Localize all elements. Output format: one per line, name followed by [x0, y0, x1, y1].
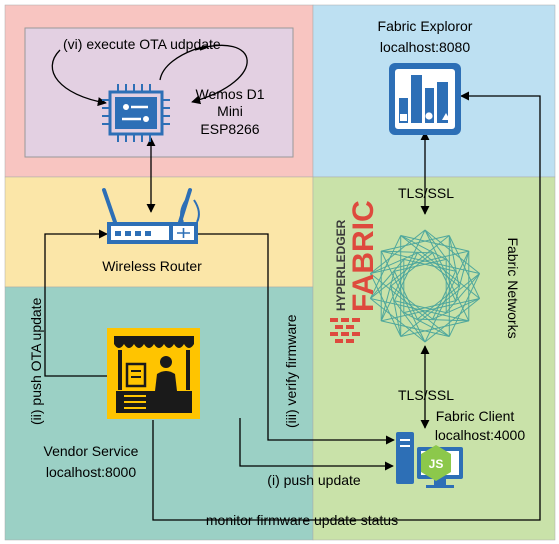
mesh-line	[370, 250, 469, 275]
network-mesh-icon	[369, 229, 481, 343]
push-update-label: (i) push update	[267, 472, 361, 488]
mesh-line	[424, 229, 457, 272]
vendor-shop-icon	[107, 328, 200, 419]
router-label: Wireless Router	[102, 258, 202, 274]
push-update-path	[239, 418, 394, 471]
mesh-line	[394, 300, 447, 314]
mesh-line	[403, 312, 450, 337]
mesh-line	[417, 285, 460, 320]
mesh-line	[370, 297, 469, 322]
verify-firmware-label: (iii) verify firmware	[283, 314, 299, 428]
mesh-line	[390, 285, 402, 337]
client-address: localhost:4000	[435, 427, 526, 443]
hyperledger-fabric-logo: HYPERLEDGER FABRIC	[330, 200, 380, 343]
mesh-line	[424, 229, 470, 322]
mesh-line	[381, 250, 433, 254]
mesh-line	[393, 271, 418, 320]
mesh-line	[400, 235, 469, 252]
mesh-line	[400, 235, 480, 299]
mesh-line	[390, 252, 433, 287]
client-name: Fabric Client	[436, 408, 515, 424]
mesh-line	[417, 318, 469, 322]
mesh-line	[370, 259, 405, 299]
mesh-line	[381, 250, 480, 275]
mesh-line	[370, 235, 450, 299]
device-name-line2: Mini	[217, 103, 243, 119]
mesh-line	[403, 258, 456, 272]
mesh-line	[393, 252, 418, 301]
mesh-line	[394, 258, 447, 272]
mesh-line	[445, 273, 480, 313]
mesh-line	[400, 235, 447, 260]
push-ota-path	[44, 229, 108, 377]
mesh-line	[393, 300, 426, 343]
execute-ota-loop	[159, 44, 248, 102]
connectors	[44, 44, 541, 521]
vendor-address: localhost:8000	[46, 464, 137, 480]
mesh-line	[424, 250, 470, 343]
tls-bottom-label: TLS/SSL	[398, 387, 454, 403]
network-label: Fabric Networks	[505, 237, 521, 338]
mesh-line	[380, 229, 426, 322]
device-name-line3: ESP8266	[200, 121, 259, 137]
hyperledger-logo-line2: FABRIC	[347, 200, 380, 312]
mesh-line	[381, 297, 480, 322]
client-node-icon: JS	[396, 432, 463, 488]
tls-top-label: TLS/SSL	[398, 185, 454, 201]
mesh-line	[403, 300, 456, 314]
mesh-line	[370, 273, 450, 337]
explorer-name: Fabric Exploror	[378, 18, 473, 34]
mesh-line	[390, 285, 433, 320]
mesh-line	[400, 273, 480, 337]
mesh-line	[432, 271, 457, 320]
mesh-line	[380, 250, 426, 343]
monitor-status-path	[152, 91, 541, 521]
mesh-line	[432, 252, 457, 301]
push-ota-label: (ii) push OTA update	[28, 297, 44, 425]
mesh-line	[432, 298, 480, 320]
explorer-icon	[389, 63, 461, 135]
router-icon	[102, 188, 200, 244]
hyperledger-logo-line1: HYPERLEDGER	[334, 219, 348, 311]
mesh-line	[448, 235, 460, 287]
explorer-address: localhost:8080	[380, 39, 471, 55]
mesh-line	[417, 252, 460, 287]
execute-ota-label: (vi) execute OTA udpdate	[63, 36, 221, 52]
device-name-line1: Wemos D1	[196, 86, 265, 102]
monitor-status-label: monitor firmware update status	[206, 512, 398, 528]
vendor-name: Vendor Service	[44, 443, 139, 459]
verify-firmware-path	[198, 233, 395, 445]
node-logo-text: JS	[429, 457, 444, 471]
mesh-line	[455, 250, 470, 301]
chip-icon	[102, 84, 170, 142]
mesh-line	[380, 271, 395, 322]
execute-ota-loop-left	[51, 49, 107, 107]
mesh-line	[370, 252, 418, 274]
